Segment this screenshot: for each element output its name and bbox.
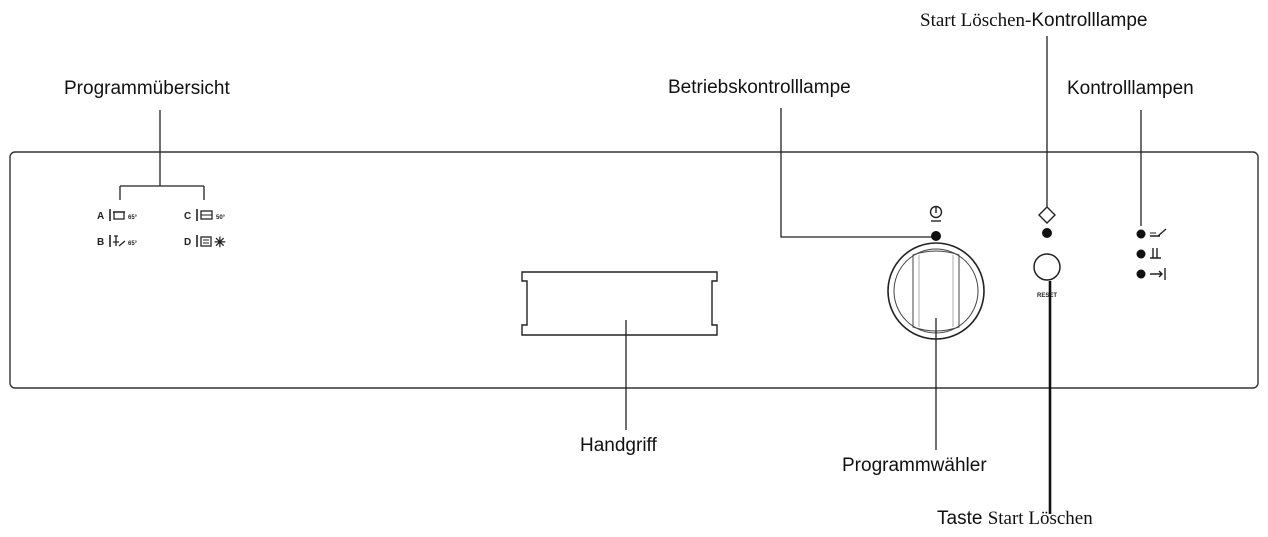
start-loeschen-lamp [1042, 228, 1052, 238]
program-temp-d: ✳ [214, 234, 226, 250]
pot-icon [113, 211, 125, 220]
on-off-icon [929, 205, 943, 222]
drying-indicator-lamp [1136, 249, 1146, 259]
label-handgriff: Handgriff [580, 435, 657, 456]
label-start-loeschen-kontrolllampe: Start Löschen-Kontrolllampe [920, 10, 1148, 31]
end-icon [1150, 268, 1166, 280]
label-taste-start-loeschen: Taste Start Löschen [937, 508, 1093, 529]
leader-programmuebersicht [119, 110, 205, 200]
label-programmwaehler: Programmwähler [842, 455, 987, 476]
end-indicator-lamp [1136, 269, 1146, 279]
program-letter-d: D [184, 237, 191, 248]
label-programmuebersicht: Programmübersicht [64, 78, 230, 99]
label-kontrolllampe-suffix: Kontrolllampe [1031, 10, 1147, 31]
rinse-icon [200, 236, 212, 247]
wash-indicator-lamp [1136, 229, 1146, 239]
control-panel [9, 151, 1259, 389]
program-temp-a: 65° [128, 215, 138, 221]
label-kontrolllampen: Kontrolllampen [1067, 78, 1194, 99]
program-letter-b: B [97, 237, 104, 248]
diamond-icon [1038, 206, 1056, 224]
glasses-icon [113, 235, 126, 247]
indicator-lamps [1136, 228, 1167, 280]
label-start-loeschen-prefix: Start Löschen- [920, 10, 1031, 31]
label-taste-suffix: Start Löschen [988, 508, 1094, 529]
reset-button[interactable] [1033, 253, 1061, 281]
reset-label: RESET [1037, 293, 1057, 299]
program-temp-c: 50° [216, 215, 226, 221]
door-handle[interactable] [521, 271, 718, 336]
program-letter-c: C [184, 211, 191, 222]
leader-betriebskontrolllampe [780, 108, 936, 238]
power-indicator-lamp [931, 231, 941, 241]
label-taste-prefix: Taste [937, 508, 988, 529]
dishes-icon [200, 210, 213, 220]
program-overview: A 65° C 50° B 65° D ✳ [97, 209, 226, 250]
program-letter-a: A [97, 211, 104, 222]
wash-icon [1150, 228, 1167, 237]
program-selector-knob[interactable] [887, 242, 985, 340]
program-temp-b: 65° [128, 241, 138, 247]
drying-icon [1150, 248, 1161, 259]
label-betriebskontrolllampe: Betriebskontrolllampe [668, 77, 851, 98]
